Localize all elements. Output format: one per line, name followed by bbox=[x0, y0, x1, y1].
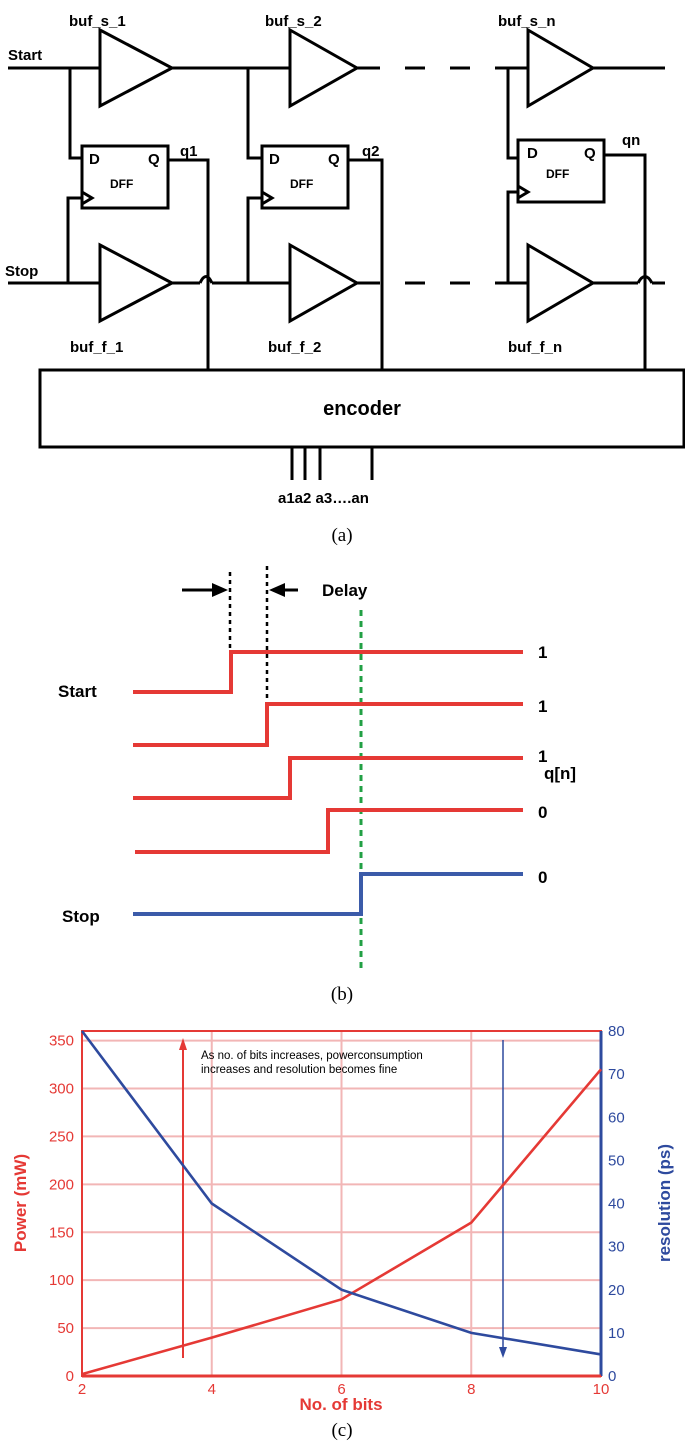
caption-a: (a) bbox=[331, 525, 352, 546]
dff-1-d: D bbox=[89, 151, 100, 168]
buf-s-2-label: buf_s_2 bbox=[265, 13, 322, 30]
encoder-outputs-label: a1a2 a3….an bbox=[278, 490, 369, 507]
dff-1 bbox=[80, 144, 170, 210]
buf-f-1-label: buf_f_1 bbox=[70, 339, 123, 356]
y-tick-label: 100 bbox=[49, 1272, 74, 1289]
level-3: 1 bbox=[538, 747, 547, 766]
x-tick-label: 8 bbox=[467, 1381, 475, 1398]
y2-tick-label: 10 bbox=[608, 1325, 625, 1342]
chart-annotation-line-2: increases and resolution becomes fine bbox=[201, 1064, 397, 1076]
waveform-4 bbox=[135, 808, 523, 854]
dff-n-label: DFF bbox=[546, 167, 569, 181]
panel-b-timing: Delay Start Stop 1 1 1 q[n] 0 0 (b) bbox=[58, 566, 576, 1005]
y-tick-label: 150 bbox=[49, 1224, 74, 1241]
y2-tick-label: 20 bbox=[608, 1282, 625, 1299]
series-line-power bbox=[81, 1068, 602, 1376]
y-tick-label: 350 bbox=[49, 1033, 74, 1050]
y-tick-label: 250 bbox=[49, 1128, 74, 1145]
x-tick-label: 4 bbox=[208, 1381, 216, 1398]
dff-2-q: Q bbox=[328, 151, 340, 168]
stop-label: Stop bbox=[5, 263, 38, 280]
buf-f-n-label: buf_f_n bbox=[508, 339, 562, 356]
waveform-stop bbox=[133, 872, 523, 916]
buf-f-2-label: buf_f_2 bbox=[268, 339, 321, 356]
encoder-label: encoder bbox=[323, 398, 401, 420]
level-2: 1 bbox=[538, 697, 547, 716]
qn-label: qn bbox=[622, 132, 640, 149]
x-axis-label: No. of bits bbox=[299, 1395, 382, 1414]
y2-tick-label: 40 bbox=[608, 1196, 625, 1213]
buffer-f-2 bbox=[288, 242, 361, 324]
y-tick-label: 300 bbox=[49, 1081, 74, 1098]
y-tick-label: 200 bbox=[49, 1176, 74, 1193]
y2-tick-label: 30 bbox=[608, 1239, 625, 1256]
y-axis-label: Power (mW) bbox=[11, 1154, 30, 1252]
y2-tick-label: 0 bbox=[608, 1368, 616, 1385]
x-tick-label: 2 bbox=[78, 1381, 86, 1398]
start-label: Start bbox=[8, 47, 42, 64]
dff-2 bbox=[260, 144, 350, 210]
dff-n bbox=[516, 138, 606, 204]
dff-1-q: Q bbox=[148, 151, 160, 168]
y2-axis-label: resolution (ps) bbox=[655, 1144, 674, 1262]
x-tick-label: 6 bbox=[337, 1381, 345, 1398]
stop-wave-label: Stop bbox=[62, 907, 100, 926]
dff-1-label: DFF bbox=[110, 177, 133, 191]
buffer-s-1 bbox=[98, 27, 176, 109]
y-tick-label: 50 bbox=[57, 1320, 74, 1337]
q1-label: q1 bbox=[180, 143, 198, 160]
start-wave-label: Start bbox=[58, 682, 97, 701]
chart-series bbox=[80, 1030, 602, 1376]
waveform-3 bbox=[133, 756, 523, 800]
dff-2-label: DFF bbox=[290, 177, 313, 191]
qn-wave-label: q[n] bbox=[544, 764, 576, 783]
level-1: 1 bbox=[538, 643, 547, 662]
series-line-resolution bbox=[80, 1030, 602, 1356]
y2-tick-label: 80 bbox=[608, 1023, 625, 1040]
y2-tick-label: 50 bbox=[608, 1152, 625, 1169]
caption-c: (c) bbox=[331, 1420, 352, 1441]
x-tick-label: 10 bbox=[593, 1381, 610, 1398]
dff-2-d: D bbox=[269, 151, 280, 168]
waveform-2 bbox=[133, 702, 523, 747]
encoder-block bbox=[38, 368, 685, 449]
caption-b: (b) bbox=[331, 984, 353, 1005]
buffer-f-1 bbox=[98, 242, 176, 324]
waveform-start bbox=[133, 650, 523, 694]
buf-s-n-label: buf_s_n bbox=[498, 13, 556, 30]
y-tick-label: 0 bbox=[66, 1368, 74, 1385]
y2-tick-label: 60 bbox=[608, 1109, 625, 1126]
chart-grid bbox=[81, 1031, 602, 1377]
buffer-f-n bbox=[526, 242, 596, 324]
buffer-s-2 bbox=[288, 27, 361, 109]
dff-n-q: Q bbox=[584, 145, 596, 162]
q2-label: q2 bbox=[362, 143, 380, 160]
buffer-s-n bbox=[526, 27, 596, 109]
level-5: 0 bbox=[538, 868, 547, 887]
dff-n-d: D bbox=[527, 145, 538, 162]
buf-s-1-label: buf_s_1 bbox=[69, 13, 126, 30]
panel-a-circuit: Start Stop buf_s_1 buf_s_2 buf_s_n buf_f… bbox=[5, 13, 685, 546]
y2-tick-label: 70 bbox=[608, 1066, 625, 1083]
delay-label: Delay bbox=[322, 581, 368, 600]
chart-annotation-line-1: As no. of bits increases, powerconsumpti… bbox=[201, 1050, 423, 1062]
level-4: 0 bbox=[538, 803, 547, 822]
